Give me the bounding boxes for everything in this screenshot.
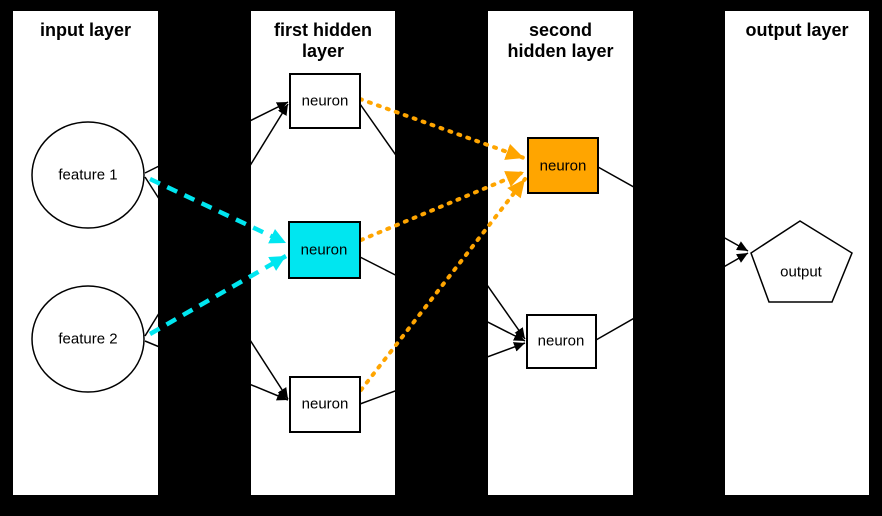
h1-bottom-neuron-node [289, 376, 361, 433]
feature-1-label: feature 1 [58, 166, 118, 184]
output-layer-title-line1: output layer [745, 20, 849, 40]
edge-feature2-to-h1top [144, 103, 289, 337]
edge-h1top-to-h2bot [359, 103, 526, 340]
edge-feature2-to-h1bot [144, 340, 289, 401]
second-hidden-layer-title-line2: hidden layer [507, 41, 614, 61]
feature-2-label: feature 2 [58, 330, 118, 348]
second-hidden-layer-title: second hidden layer [488, 20, 633, 62]
edge-h2top-to-output [597, 166, 749, 252]
edge-h2bot-to-output [595, 252, 749, 341]
edge-feature1-to-h1bot [144, 176, 289, 400]
edge-h1mid-to-h2bot [359, 256, 526, 342]
first-hidden-layer-title: first hidden layer [251, 20, 395, 62]
feature-2-node [31, 285, 145, 393]
h1-top-neuron-label: neuron [301, 92, 349, 110]
edge-h1bot-to-h2top-orange [359, 177, 527, 392]
feature-1-node [31, 121, 145, 229]
h1-middle-neuron-label: neuron [300, 241, 348, 259]
edge-feature1-to-h1top [144, 101, 289, 174]
second-hidden-layer-title-line1: second [528, 20, 593, 40]
h2-top-neuron-node-orange [527, 137, 599, 194]
h2-top-neuron-label: neuron [539, 157, 587, 175]
edge-h1bot-to-h2bot [359, 342, 526, 405]
h1-bottom-neuron-label: neuron [301, 395, 349, 413]
edge-feature2-to-h1mid-cyan [148, 254, 288, 336]
h2-bottom-neuron-node [526, 314, 597, 369]
output-layer-title: output layer [725, 20, 869, 41]
input-layer-title: input layer [13, 20, 158, 41]
panel-input-layer [13, 11, 158, 495]
h1-top-neuron-node [289, 73, 361, 129]
h1-middle-neuron-node-cyan [288, 221, 361, 279]
output-pentagon-node [750, 220, 853, 303]
edge-h1top-to-h2top-orange [358, 97, 526, 160]
input-layer-title-line1: input layer [39, 20, 132, 40]
panel-second-hidden-layer [488, 11, 633, 495]
edge-h1mid-to-h2top-orange [359, 170, 526, 242]
edge-feature1-to-h1mid-cyan [149, 176, 287, 246]
first-hidden-layer-title-line1: first hidden [274, 20, 372, 40]
h2-bottom-neuron-label: neuron [537, 332, 585, 350]
first-hidden-layer-title-line2: layer [301, 41, 345, 61]
output-label: output [780, 263, 822, 281]
